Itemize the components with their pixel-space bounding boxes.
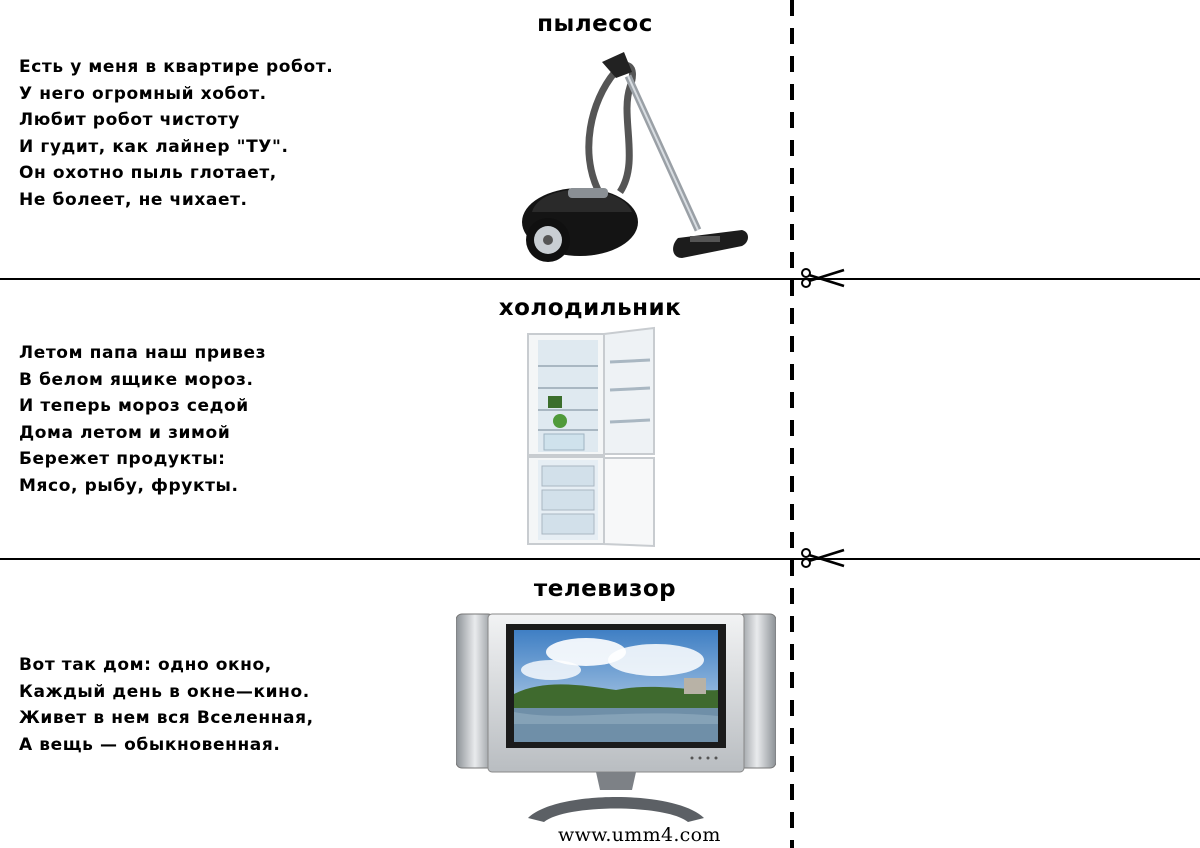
poem-line: У него огромный хобот.: [19, 83, 267, 104]
poem-tv: Вот так дом: одно окно, Каждый день в ок…: [19, 652, 314, 758]
poem-fridge: Летом папа наш привез В белом ящике моро…: [19, 340, 266, 499]
poem-line: В белом ящике мороз.: [19, 369, 254, 390]
cut-line-2: [0, 558, 1200, 560]
poem-line: Он охотно пыль глотает,: [19, 163, 277, 183]
poem-line: А вещь — обыкновенная.: [19, 734, 281, 755]
poem-line: Дома летом и зимой: [19, 422, 231, 443]
poem-line: Мясо, рыбу, фрукты.: [19, 475, 239, 496]
poem-line: Летом папа наш привез: [19, 343, 267, 363]
poem-vacuum: Есть у меня в квартире робот. У него огр…: [19, 54, 333, 213]
poem-line: Живет в нем вся Вселенная,: [19, 708, 314, 728]
vertical-cut-line: [790, 0, 794, 848]
poem-line: Есть у меня в квартире робот.: [19, 57, 334, 77]
poem-line: Каждый день в окне—кино.: [19, 681, 310, 702]
card-title-fridge: холодильник: [498, 295, 682, 321]
poem-line: Вот так дом: одно окно,: [19, 655, 272, 675]
poem-line: Бережет продукты:: [19, 449, 226, 469]
card-title-vacuum: пылесос: [537, 11, 653, 37]
scissors-icon: [800, 266, 848, 290]
poem-line: И гудит, как лайнер "ТУ".: [19, 136, 289, 157]
poem-line: И теперь мороз седой: [19, 396, 249, 416]
refrigerator-image: [526, 326, 658, 548]
cut-line-1: [0, 278, 1200, 280]
television-image: [456, 612, 776, 824]
vacuum-cleaner-image: [520, 42, 760, 270]
poem-line: Не болеет, не чихает.: [19, 189, 248, 210]
scissors-icon: [800, 546, 848, 570]
card-title-tv: телевизор: [533, 576, 677, 602]
poem-line: Любит робот чистоту: [19, 110, 240, 130]
footer-url: www.umm4.com: [558, 824, 721, 846]
